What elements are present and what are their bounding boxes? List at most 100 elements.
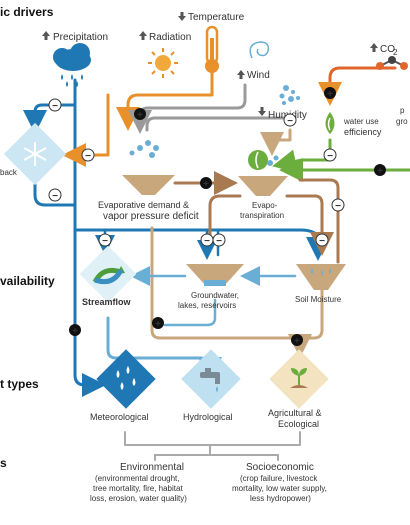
- agricultural-line1: Agricultural &: [268, 408, 322, 418]
- svg-text:+: +: [72, 326, 78, 337]
- svg-text:+: +: [137, 110, 143, 121]
- agricultural-drought: Agricultural & Ecological: [268, 349, 329, 429]
- connector-humidity-evap: [145, 116, 292, 132]
- svg-text:−: −: [204, 236, 210, 247]
- streamflow-label: Streamflow: [82, 297, 132, 307]
- snowflake-icon: [23, 142, 47, 166]
- wind-driver: Wind: [237, 41, 270, 81]
- plus-sign-badge: +: [200, 177, 212, 190]
- sprout-icon: [290, 368, 308, 388]
- streamflow-node: Streamflow: [79, 245, 137, 307]
- humidity-dots-icon: [279, 85, 300, 105]
- minus-sign-badge: −: [98, 233, 112, 247]
- socioeconomic-line-2: mortality, low water supply,: [232, 484, 327, 493]
- minus-sign-badge: −: [331, 198, 345, 212]
- connector-temp-snow: [62, 93, 110, 167]
- groundwater-line2: lakes, reservoirs: [178, 301, 236, 310]
- agricultural-line2: Ecological: [278, 419, 319, 429]
- plus-sign-badge: +: [134, 108, 146, 121]
- connector-snow-back: [33, 176, 77, 207]
- groundwater-line1: Groundwater,: [191, 291, 239, 300]
- connector-wind-evap: [128, 83, 247, 134]
- up-arrow-icon: [237, 70, 245, 79]
- snow-node: back: [0, 122, 67, 186]
- groundwater-basin: [186, 264, 244, 286]
- streamflow-arrows-icon: [92, 266, 125, 285]
- plus-sign-badge: +: [69, 324, 81, 337]
- section-impacts: s: [0, 456, 7, 470]
- svg-text:+: +: [294, 336, 300, 347]
- connector-soil-loop: [150, 226, 324, 340]
- connector-co2-wue: [318, 66, 397, 106]
- wind-label: Wind: [247, 70, 270, 81]
- minus-sign-badge: −: [48, 188, 62, 202]
- connector-temp-evap: [116, 70, 214, 131]
- connector-wue-evapo: [272, 138, 332, 174]
- minus-sign-badge: −: [48, 98, 62, 112]
- down-arrow-icon: [258, 107, 266, 116]
- minus-sign-badge: −: [81, 148, 95, 162]
- rain-drops-icon: [116, 366, 136, 390]
- environmental-line-1: (environmental drought,: [95, 474, 180, 483]
- co2-subscript: 2: [393, 48, 398, 57]
- connector-precip-meteorological: [73, 78, 106, 397]
- groundwater-node: Groundwater, lakes, reservoirs: [178, 264, 244, 310]
- meteorological-diamond: [96, 349, 156, 409]
- evapo-line2: transpiration: [240, 211, 284, 220]
- humidity-driver: Humidity: [258, 85, 307, 121]
- wue-line1: water use: [343, 117, 379, 126]
- plus-sign-badge: +: [152, 317, 164, 330]
- groundwater-water: [204, 280, 226, 286]
- radiation-label: Radiation: [149, 32, 191, 43]
- environmental-impact: Environmental (environmental drought, tr…: [90, 462, 187, 503]
- plant-icon: [248, 150, 279, 170]
- connector-precip-snow: [23, 103, 77, 134]
- plus-sign-badge: +: [324, 87, 336, 100]
- environmental-line-3: loss, erosion, water quality): [90, 494, 187, 503]
- connector-gw-hydro: [163, 298, 217, 327]
- minus-sign-badge: −: [212, 233, 226, 247]
- cut-label-2: gro: [396, 117, 408, 126]
- svg-text:+: +: [155, 319, 161, 330]
- hydrological-drought: Hydrological: [181, 349, 241, 422]
- evaporative-line1: Evaporative demand &: [98, 200, 189, 210]
- svg-text:+: +: [203, 179, 209, 190]
- svg-text:−: −: [52, 101, 58, 112]
- section-drivers: ic drivers: [0, 5, 54, 19]
- faucet-icon: [200, 368, 220, 392]
- svg-text:−: −: [335, 201, 341, 212]
- svg-text:−: −: [102, 236, 108, 247]
- impact-bracket-top: [124, 431, 301, 446]
- connector-evapo-gw: [208, 194, 242, 242]
- socioeconomic-impact: Socioeconomic (crop failure, livestock m…: [232, 462, 327, 503]
- connector-humidity-evapo: [260, 128, 292, 156]
- snow-label: back: [0, 168, 18, 177]
- section-types: t types: [0, 377, 39, 391]
- precipitation-driver: Precipitation: [42, 31, 108, 87]
- minus-sign-badge: −: [200, 233, 214, 247]
- temperature-driver: Temperature: [178, 12, 245, 73]
- svg-text:−: −: [216, 236, 222, 247]
- hydrological-label: Hydrological: [183, 412, 233, 422]
- soil-moisture-node: Soil Moisture: [295, 264, 346, 304]
- co2-driver: CO 2: [370, 43, 408, 70]
- svg-text:−: −: [287, 116, 293, 127]
- connector-evapo-soil-2: [298, 178, 340, 264]
- soil-basin: [296, 264, 346, 290]
- rain-cloud-icon: [53, 43, 91, 87]
- sign-markers: + + + + + + + − − − − − − − − − −: [48, 87, 386, 347]
- temperature-label: Temperature: [188, 12, 245, 23]
- svg-text:−: −: [52, 191, 58, 202]
- evaporation-drops-icon: [129, 140, 159, 158]
- plus-sign-badge: +: [374, 164, 386, 177]
- evapotranspiration-node: Evapo- transpiration: [238, 150, 288, 220]
- soil-moisture-label: Soil Moisture: [295, 295, 342, 304]
- cut-label-1: p: [400, 106, 405, 115]
- evaporative-basin: [122, 175, 175, 195]
- hydrological-diamond: [181, 349, 241, 409]
- connector-evapo-soil: [285, 194, 334, 256]
- precipitation-label: Precipitation: [53, 32, 108, 43]
- svg-text:−: −: [319, 236, 325, 247]
- environmental-title: Environmental: [120, 462, 184, 473]
- down-arrow-icon: [42, 31, 50, 40]
